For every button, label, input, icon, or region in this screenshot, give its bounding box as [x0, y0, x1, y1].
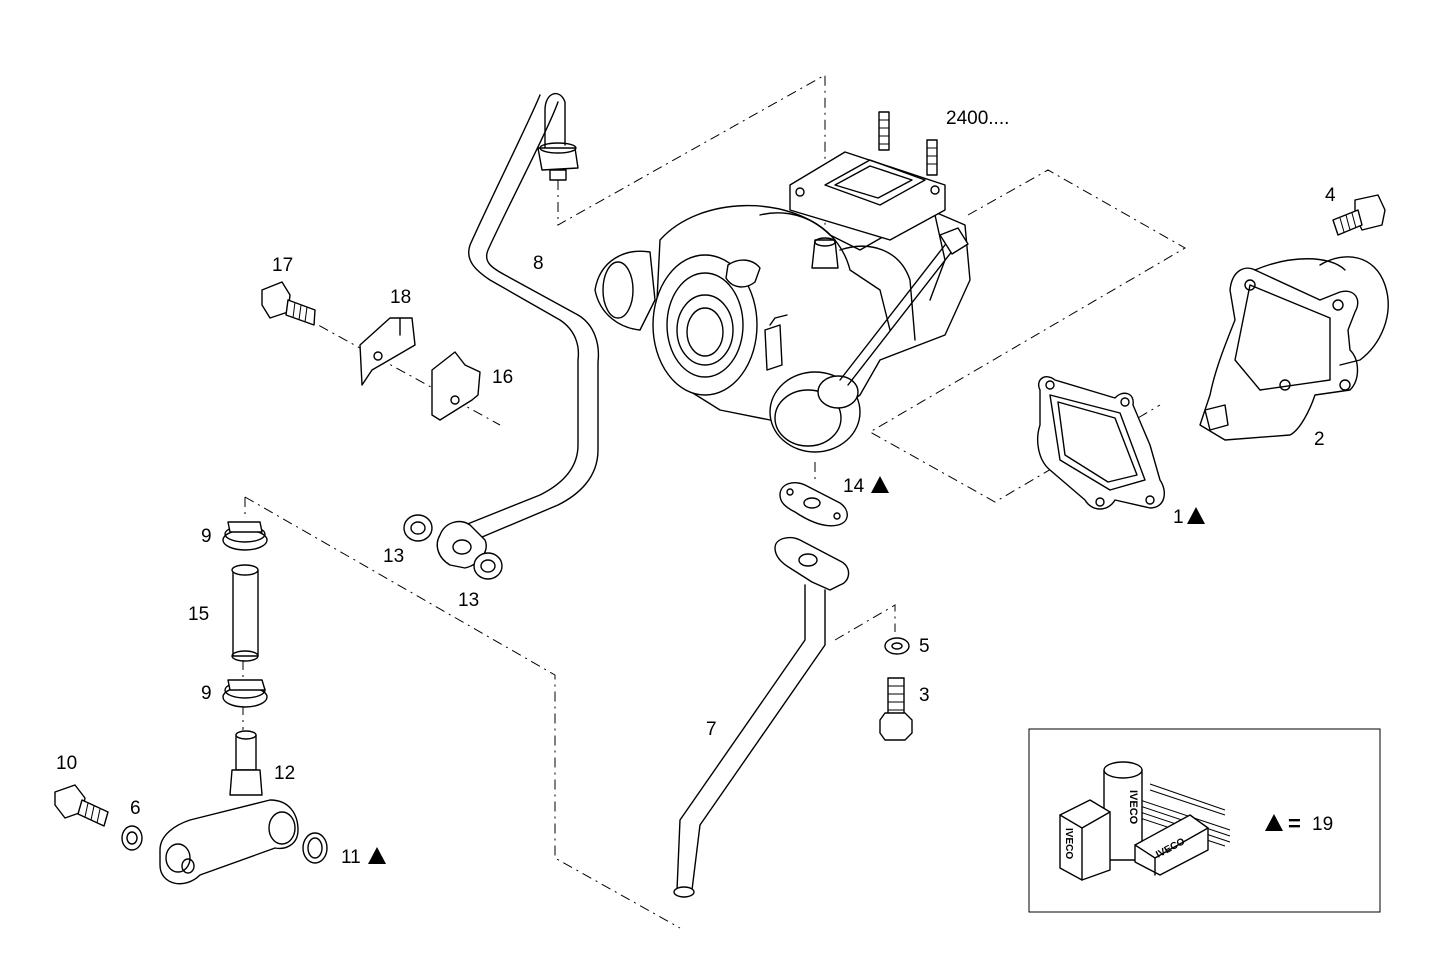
bolt-part-3: [879, 677, 913, 741]
brand-text-left-box: IVECO: [1063, 828, 1074, 859]
label-part-14: 14: [843, 476, 865, 497]
washer-part-6: [121, 825, 143, 851]
washers-part-13: [403, 514, 503, 580]
bolt-part-4: [1332, 194, 1386, 236]
bracket-group: [261, 281, 481, 421]
hose-part-15: [231, 564, 259, 662]
label-part-15: 15: [188, 604, 209, 625]
label-part-3: 3: [919, 685, 930, 706]
black-triangle-icon: [1265, 814, 1283, 831]
label-part-8: 8: [533, 253, 544, 274]
label-part-6: 6: [130, 798, 141, 819]
black-triangle-icon: [871, 476, 889, 493]
sealing-ring-part-11: [302, 832, 328, 864]
gasket-part-14: [779, 482, 848, 527]
label-part-9-lower: 9: [201, 683, 212, 704]
label-part-17: 17: [272, 255, 293, 276]
legend-kit-number: 19: [1312, 814, 1333, 835]
label-part-9-upper: 9: [201, 526, 212, 547]
hose-clamp-lower: [222, 679, 268, 708]
label-part-1: 1: [1173, 507, 1184, 528]
fitting-part-12: [159, 730, 299, 885]
oil-feed-pipe: [436, 92, 600, 569]
washer-part-5: [884, 637, 910, 655]
turbocharger-assembly: [594, 111, 971, 453]
label-ref-2400: 2400....: [946, 108, 1009, 129]
label-part-10: 10: [56, 753, 77, 774]
black-triangle-icon: [1187, 507, 1205, 524]
kit-legend-box: IVECO IVECO IVECO = 19: [1028, 728, 1381, 913]
exhaust-flange-part-2: [1199, 256, 1389, 441]
leader-lines: [242, 74, 1187, 929]
label-part-12: 12: [274, 763, 295, 784]
oil-drain-pipe: [673, 536, 850, 898]
label-part-7: 7: [706, 719, 717, 740]
black-triangle-icon: [368, 847, 386, 864]
label-part-16: 16: [492, 367, 513, 388]
bolt-part-10: [54, 784, 109, 827]
label-part-13-left: 13: [383, 546, 404, 567]
legend-equals-sign: =: [1288, 811, 1301, 836]
label-part-13-right: 13: [458, 590, 479, 611]
brand-text-cylinder: IVECO: [1127, 790, 1139, 825]
hose-clamp-upper: [222, 521, 268, 551]
label-part-2: 2: [1314, 429, 1325, 450]
label-part-18: 18: [390, 287, 411, 308]
label-part-5: 5: [919, 636, 930, 657]
label-part-4: 4: [1325, 185, 1336, 206]
part-labels: 2400.... 4 8 17 18 16 2 14 1 9 13 13 15 …: [56, 108, 1336, 868]
label-part-11: 11: [341, 847, 361, 868]
gasket-part-1: [1037, 376, 1166, 510]
